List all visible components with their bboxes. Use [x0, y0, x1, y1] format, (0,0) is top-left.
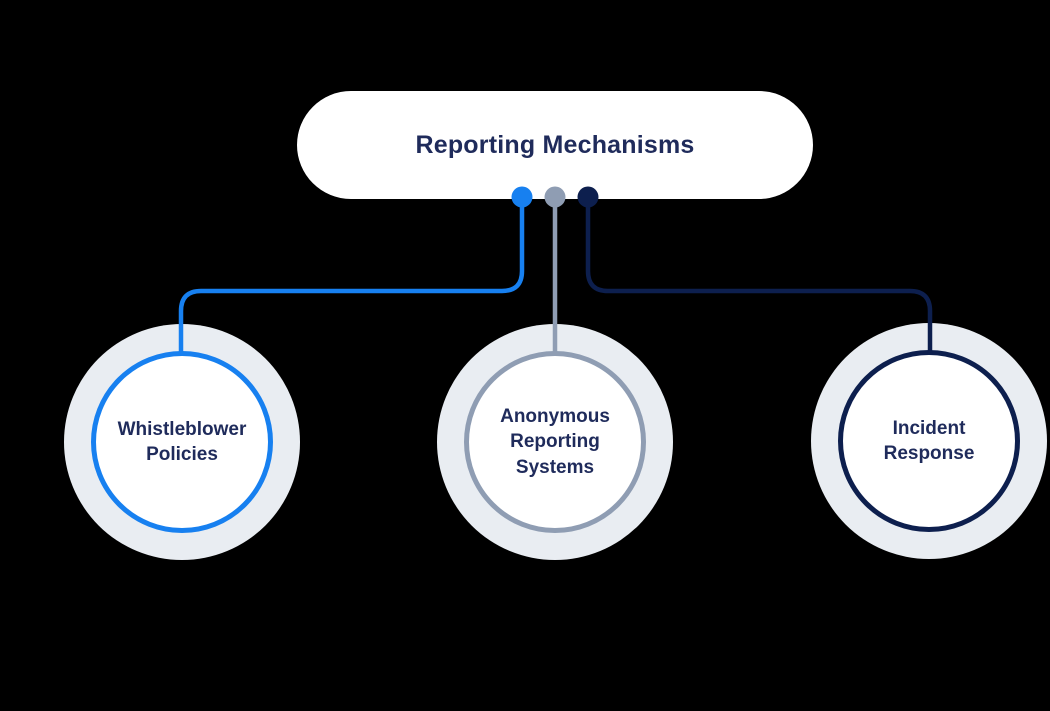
connector-line-whistleblower — [178, 198, 525, 354]
node-circle-whistleblower-policies: Whistleblower Policies — [91, 351, 273, 533]
root-node-reporting-mechanisms: Reporting Mechanisms — [297, 91, 813, 199]
connector-line-incident — [585, 198, 933, 354]
node-label-anonymous-reporting-systems: Anonymous Reporting Systems — [500, 406, 610, 478]
node-anonymous-reporting-systems: Anonymous Reporting Systems — [437, 324, 673, 560]
node-circle-anonymous-reporting-systems: Anonymous Reporting Systems — [464, 351, 646, 533]
root-node-label: Reporting Mechanisms — [415, 130, 695, 159]
node-label-whistleblower-policies: Whistleblower Policies — [117, 418, 247, 465]
node-incident-response: Incident Response — [811, 323, 1047, 559]
node-label-incident-response: Incident Response — [883, 417, 975, 464]
node-circle-incident-response: Incident Response — [838, 350, 1020, 532]
node-whistleblower-policies: Whistleblower Policies — [64, 324, 300, 560]
